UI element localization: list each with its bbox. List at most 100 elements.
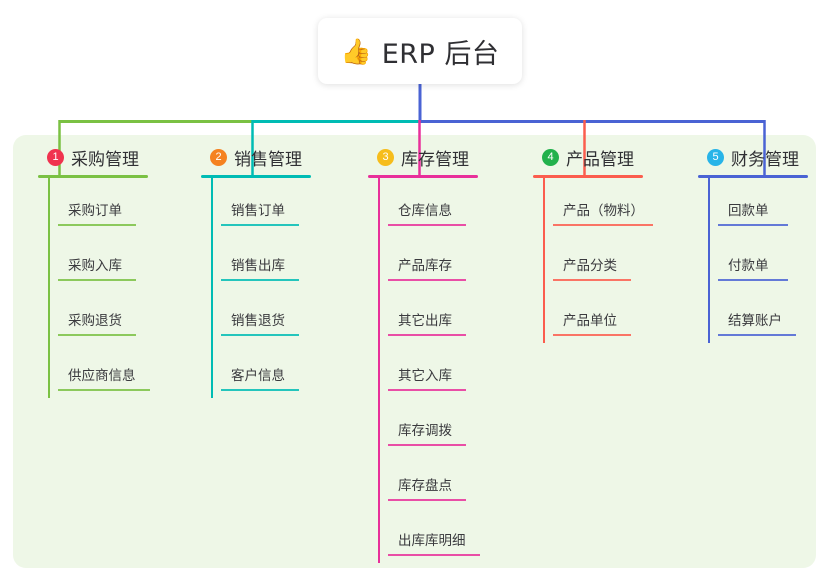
root-node[interactable]: 👍 ERP 后台 xyxy=(318,18,522,84)
branch-column-3: 3 库存管理 仓库信息产品库存其它出库其它入库库存调拨库存盘点出库库明细 xyxy=(368,146,480,563)
branch-item-label: 产品单位 xyxy=(563,313,617,329)
branch-item-label: 客户信息 xyxy=(231,368,285,384)
branch-item-rule xyxy=(221,279,299,281)
branch-item-rule xyxy=(718,224,788,226)
branch-column-1: 1 采购管理 采购订单采购入库采购退货供应商信息 xyxy=(38,146,150,398)
branch-badge-3: 3 xyxy=(377,148,394,166)
branch-item[interactable]: 回款单 xyxy=(708,178,808,233)
branch-column-2: 2 销售管理 销售订单销售出库销售退货客户信息 xyxy=(201,146,311,398)
branch-items-4: 产品（物料） 产品分类产品单位 xyxy=(533,178,653,343)
branch-item-rule xyxy=(718,279,788,281)
thumbs-up-icon: 👍 xyxy=(340,36,372,66)
branch-item-label: 采购订单 xyxy=(68,203,122,219)
branch-rule-1 xyxy=(38,175,148,178)
branch-items-2: 销售订单销售出库销售退货客户信息 xyxy=(201,178,311,398)
root-title: ERP 后台 xyxy=(381,38,500,70)
branch-item-label: 仓库信息 xyxy=(398,203,452,219)
branch-item-label: 库存盘点 xyxy=(398,478,452,494)
branch-item-rule xyxy=(388,499,466,501)
branch-item-label: 库存调拨 xyxy=(398,423,452,439)
branch-title-1: 采购管理 xyxy=(71,149,139,170)
branch-item-rule xyxy=(221,389,299,391)
branch-item-label: 回款单 xyxy=(728,203,769,219)
branch-item[interactable]: 产品分类 xyxy=(543,233,643,288)
branch-item-rule xyxy=(388,444,466,446)
branch-title-4: 产品管理 xyxy=(566,149,634,170)
branch-spine-3 xyxy=(378,178,380,563)
branch-badge-4: 4 xyxy=(542,148,559,166)
branch-badge-5: 5 xyxy=(707,148,724,166)
branch-item-rule xyxy=(388,279,466,281)
branch-item[interactable]: 产品（物料） xyxy=(543,178,653,233)
branch-item-rule xyxy=(58,224,136,226)
branch-rule-5 xyxy=(698,175,808,178)
branch-item-rule xyxy=(221,224,299,226)
branch-header-4[interactable]: 4 产品管理 xyxy=(533,146,643,170)
branch-item-rule xyxy=(718,334,796,336)
branch-item-label: 产品（物料） xyxy=(563,203,644,219)
branch-item-label: 采购退货 xyxy=(68,313,122,329)
branch-item-label: 销售退货 xyxy=(231,313,285,329)
branch-item[interactable]: 销售订单 xyxy=(211,178,311,233)
branch-item[interactable]: 其它入库 xyxy=(378,343,478,398)
branch-item-label: 销售出库 xyxy=(231,258,285,274)
branch-title-2: 销售管理 xyxy=(234,149,302,170)
branch-spine-4 xyxy=(543,178,545,343)
branch-header-5[interactable]: 5 财务管理 xyxy=(698,146,808,170)
branch-item[interactable]: 其它出库 xyxy=(378,288,478,343)
branch-item-rule xyxy=(221,334,299,336)
branch-badge-1: 1 xyxy=(47,148,64,166)
branch-column-4: 4 产品管理 产品（物料） 产品分类产品单位 xyxy=(533,146,653,343)
branch-rule-2 xyxy=(201,175,311,178)
branch-items-1: 采购订单采购入库采购退货供应商信息 xyxy=(38,178,150,398)
branch-header-3[interactable]: 3 库存管理 xyxy=(368,146,478,170)
branch-item[interactable]: 付款单 xyxy=(708,233,808,288)
branch-item-rule xyxy=(388,224,466,226)
branch-spine-1 xyxy=(48,178,50,398)
branch-item[interactable]: 结算账户 xyxy=(708,288,808,343)
branch-item[interactable]: 库存调拨 xyxy=(378,398,478,453)
branch-item-label: 采购入库 xyxy=(68,258,122,274)
branch-item-label: 结算账户 xyxy=(728,313,782,329)
branch-column-5: 5 财务管理 回款单付款单结算账户 xyxy=(698,146,808,343)
branch-item[interactable]: 客户信息 xyxy=(211,343,311,398)
branch-title-5: 财务管理 xyxy=(731,149,799,170)
branch-item-rule xyxy=(553,224,653,226)
branch-item[interactable]: 产品库存 xyxy=(378,233,478,288)
branch-item-rule xyxy=(553,279,631,281)
branches-panel xyxy=(13,135,816,568)
branch-item[interactable]: 供应商信息 xyxy=(48,343,150,398)
branch-item-label: 产品分类 xyxy=(563,258,617,274)
branch-item-rule xyxy=(58,279,136,281)
branch-title-3: 库存管理 xyxy=(401,149,469,170)
branch-item-label: 其它出库 xyxy=(398,313,452,329)
branch-rule-4 xyxy=(533,175,643,178)
branch-item-label: 付款单 xyxy=(728,258,769,274)
branch-item[interactable]: 采购退货 xyxy=(48,288,148,343)
branch-item[interactable]: 库存盘点 xyxy=(378,453,478,508)
branch-rule-3 xyxy=(368,175,478,178)
branch-header-2[interactable]: 2 销售管理 xyxy=(201,146,311,170)
branch-item-rule xyxy=(553,334,631,336)
branch-item[interactable]: 采购入库 xyxy=(48,233,148,288)
branch-item-label: 产品库存 xyxy=(398,258,452,274)
branch-item-rule xyxy=(58,389,150,391)
branch-item[interactable]: 仓库信息 xyxy=(378,178,478,233)
branch-items-5: 回款单付款单结算账户 xyxy=(698,178,808,343)
branch-item[interactable]: 销售退货 xyxy=(211,288,311,343)
branch-item[interactable]: 销售出库 xyxy=(211,233,311,288)
branch-item-rule xyxy=(388,334,466,336)
branch-header-1[interactable]: 1 采购管理 xyxy=(38,146,148,170)
branch-badge-2: 2 xyxy=(210,148,227,166)
branch-item-label: 出库库明细 xyxy=(398,533,466,549)
branch-item[interactable]: 产品单位 xyxy=(543,288,643,343)
branch-item[interactable]: 出库库明细 xyxy=(378,508,480,563)
branch-item-rule xyxy=(388,554,480,556)
branch-item-label: 销售订单 xyxy=(231,203,285,219)
branch-items-3: 仓库信息产品库存其它出库其它入库库存调拨库存盘点出库库明细 xyxy=(368,178,480,563)
branch-item-label: 其它入库 xyxy=(398,368,452,384)
branch-item-label: 供应商信息 xyxy=(68,368,136,384)
branch-item[interactable]: 采购订单 xyxy=(48,178,148,233)
branch-spine-5 xyxy=(708,178,710,343)
